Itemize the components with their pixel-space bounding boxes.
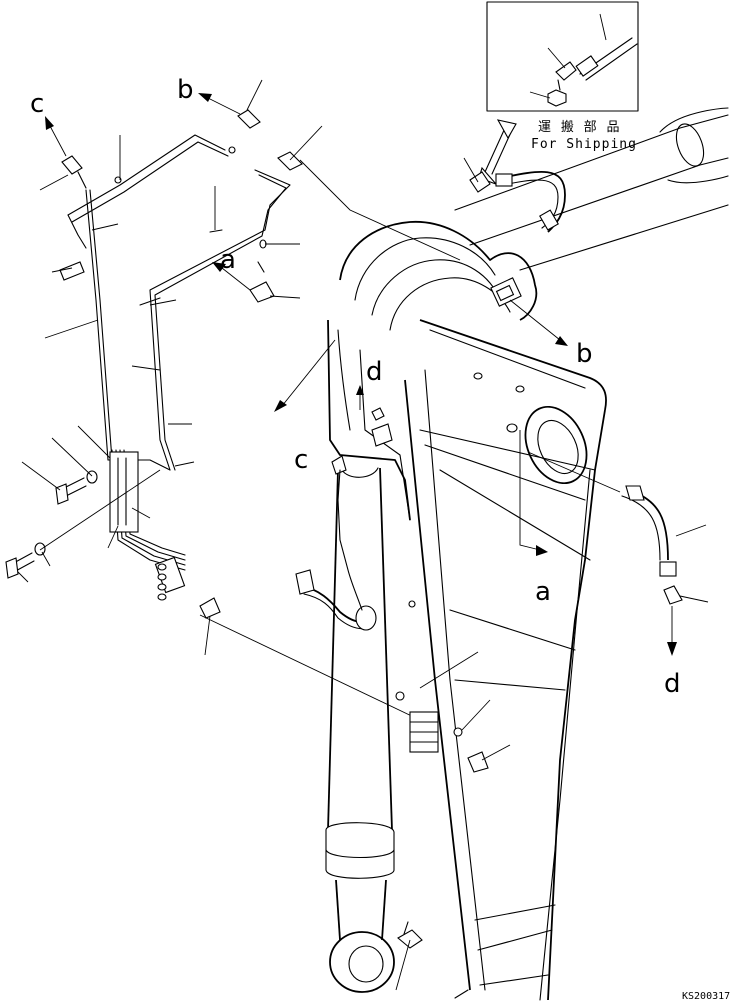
- arrow-c-left: [45, 116, 54, 130]
- inset-hose-fitting: [575, 55, 599, 77]
- label-a-right: a: [535, 577, 551, 607]
- arrow-d-top: [356, 385, 364, 395]
- fitting-a-left: [249, 281, 275, 303]
- label-c-right: c: [294, 445, 308, 475]
- label-d-bottom: d: [664, 669, 681, 699]
- label-a-left: a: [220, 245, 236, 275]
- hoses: [295, 170, 683, 773]
- leader-lines: [17, 79, 709, 991]
- inset-japanese-caption: 運 搬 部 品: [538, 120, 620, 135]
- fitting-b-left: [237, 109, 261, 129]
- inset-elbow: [555, 61, 577, 81]
- arrow-d-bottom: [667, 642, 677, 656]
- arrow-b-right: [555, 336, 568, 346]
- arrow-a-right: [536, 545, 548, 556]
- label-b-left: b: [177, 75, 194, 105]
- pipe-clamp-lower: [109, 451, 139, 533]
- label-c-left: c: [30, 89, 44, 119]
- drawing-code: KS200317: [682, 991, 730, 1002]
- pipe-assembly: [5, 109, 461, 721]
- direction-arrows: [45, 93, 677, 656]
- inset-nut: [547, 89, 567, 107]
- inset-frame: [486, 1, 639, 112]
- arrow-a-left: [212, 262, 226, 272]
- arm-pin-boss: [524, 405, 588, 485]
- bucket-cylinder: [325, 467, 423, 993]
- arrow-c-right: [274, 400, 287, 412]
- shipping-parts-inset: 運 搬 部 品 For Shipping: [486, 1, 639, 152]
- arrow-b-left: [198, 93, 212, 102]
- bucket-cylinder-rod-eye: [329, 931, 395, 993]
- label-d-top: d: [366, 357, 383, 387]
- reference-labels: b c a b c d a d: [30, 75, 681, 699]
- arm-body: [327, 221, 607, 1001]
- label-b-right: b: [576, 339, 593, 369]
- inset-english-caption: For Shipping: [531, 137, 637, 152]
- fitting-c-left: [61, 155, 83, 175]
